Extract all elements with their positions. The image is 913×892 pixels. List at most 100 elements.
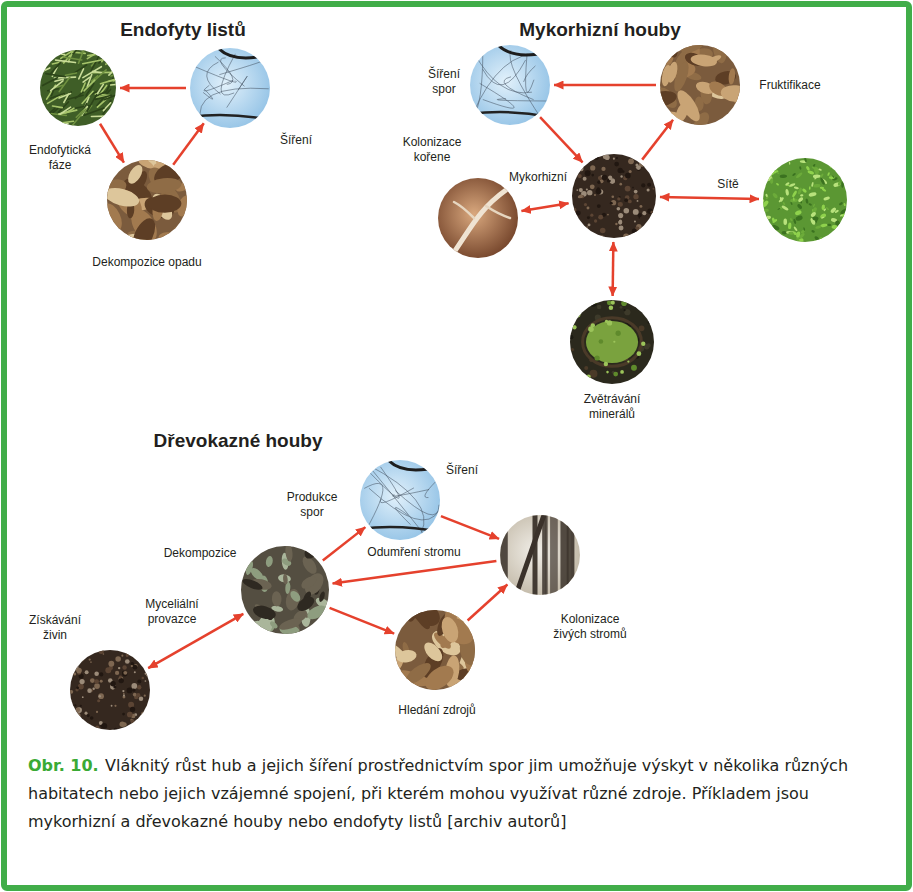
photo-texture xyxy=(765,157,773,165)
arrow-connector xyxy=(330,608,395,634)
photo-texture xyxy=(607,320,612,325)
photo-texture xyxy=(779,236,785,245)
photo-texture xyxy=(573,325,576,328)
photo-texture xyxy=(295,594,317,614)
photo-texture xyxy=(113,728,117,732)
photo-texture xyxy=(69,709,71,711)
photo-texture xyxy=(597,181,600,184)
photo-texture xyxy=(74,704,76,706)
photo-circle xyxy=(660,45,740,125)
node-label: Získávání živin xyxy=(20,613,90,643)
photo-texture xyxy=(69,655,73,659)
photo-texture xyxy=(571,348,574,351)
photo-texture xyxy=(794,186,800,190)
photo-texture xyxy=(572,208,576,212)
photo-texture xyxy=(663,38,680,59)
photo-texture xyxy=(111,106,127,113)
photo-texture xyxy=(765,215,772,219)
photo-texture xyxy=(94,671,99,676)
photo-texture xyxy=(578,153,580,155)
photo-texture xyxy=(402,659,434,687)
photo-texture xyxy=(618,213,623,218)
photo-texture xyxy=(77,659,79,661)
photo-texture xyxy=(227,76,248,108)
photo-texture xyxy=(641,298,647,304)
photo-texture xyxy=(105,119,114,120)
photo-texture xyxy=(395,507,410,524)
photo-texture xyxy=(385,594,484,695)
photo-texture xyxy=(567,515,571,595)
photo-texture xyxy=(646,152,650,156)
photo-texture xyxy=(588,224,591,227)
photo-texture xyxy=(597,187,600,190)
photo-texture xyxy=(598,176,602,180)
arrow-connector xyxy=(120,87,186,90)
photo-texture xyxy=(110,681,115,686)
photo-texture xyxy=(776,171,780,174)
photo-texture xyxy=(369,488,439,520)
photo-node xyxy=(763,158,847,242)
photo-texture xyxy=(642,34,751,135)
photo-texture xyxy=(788,239,791,243)
photo-texture xyxy=(627,360,629,362)
photo-texture xyxy=(586,379,589,382)
photo-texture xyxy=(760,182,766,188)
photo-texture xyxy=(380,488,414,503)
photo-texture xyxy=(285,543,294,561)
photo-texture xyxy=(799,166,802,170)
photo-texture xyxy=(70,658,72,660)
photo-texture xyxy=(805,198,809,204)
photo-texture xyxy=(142,721,145,724)
photo-texture xyxy=(136,693,140,697)
photo-texture xyxy=(585,157,591,163)
photo-node: Šíření xyxy=(360,460,440,540)
photo-texture xyxy=(80,721,82,723)
photo-texture xyxy=(131,665,133,667)
photo-texture xyxy=(190,48,270,128)
photo-texture xyxy=(43,78,58,86)
photo-texture xyxy=(147,662,153,668)
arrow-connector xyxy=(323,527,366,560)
photo-texture xyxy=(769,230,776,236)
photo-texture xyxy=(578,174,582,178)
photo-texture xyxy=(780,174,788,178)
photo-texture xyxy=(788,222,792,229)
photo-texture xyxy=(79,719,84,724)
photo-texture xyxy=(110,120,125,122)
photo-texture xyxy=(139,157,155,169)
caption-text: Vláknitý růst hub a jejich šíření prostř… xyxy=(28,756,848,831)
photo-texture xyxy=(843,203,846,207)
photo-texture xyxy=(841,181,844,188)
photo-texture xyxy=(120,721,125,726)
photo-texture xyxy=(172,222,190,235)
photo-texture xyxy=(550,515,558,595)
photo-texture xyxy=(73,714,75,716)
photo-texture xyxy=(87,714,90,717)
photo-texture xyxy=(133,693,137,697)
photo-texture xyxy=(591,323,595,327)
photo-texture xyxy=(106,55,114,64)
photo-texture xyxy=(809,186,811,190)
photo-texture xyxy=(102,185,141,210)
photo-texture xyxy=(623,233,629,239)
photo-texture xyxy=(775,157,782,163)
photo-texture xyxy=(795,215,803,222)
photo-texture xyxy=(101,723,107,729)
photo-texture xyxy=(221,58,245,86)
photo-texture xyxy=(215,56,233,84)
photo-circle xyxy=(570,300,654,384)
photo-texture xyxy=(576,220,580,224)
photo-texture xyxy=(84,80,95,91)
photo-texture xyxy=(115,656,121,662)
group-title: Mykorhizní houby xyxy=(519,19,681,41)
photo-texture xyxy=(99,649,104,654)
photo-texture xyxy=(483,60,526,85)
photo-texture xyxy=(141,720,144,723)
photo-texture xyxy=(651,229,655,233)
photo-texture xyxy=(584,203,587,206)
photo-texture xyxy=(653,188,655,190)
photo-texture xyxy=(111,71,130,76)
photo-texture xyxy=(629,170,632,173)
photo-texture xyxy=(137,679,141,683)
photo-texture xyxy=(793,226,798,231)
